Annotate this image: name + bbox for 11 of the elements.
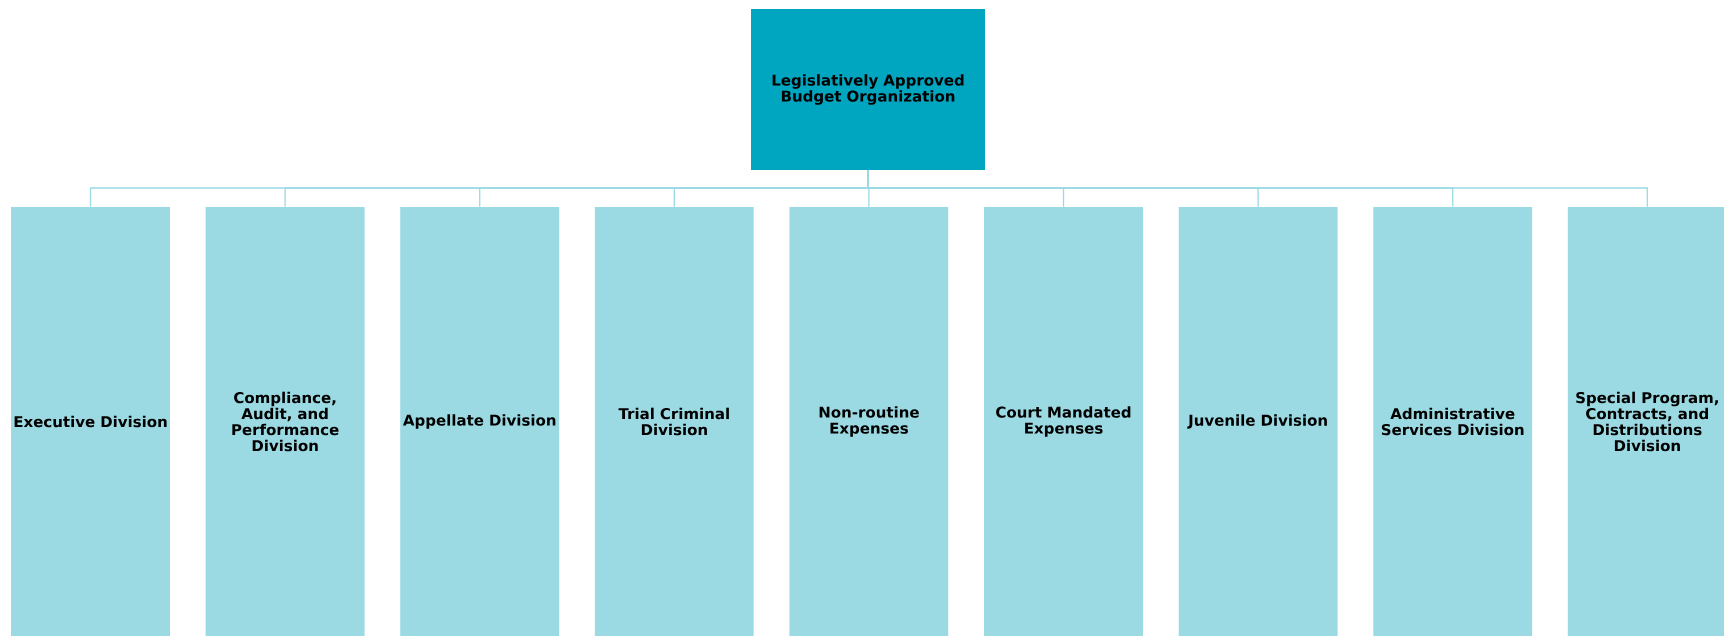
- division-box: Compliance, Audit, and Performance Division: [205, 207, 365, 636]
- title-box: Legislatively Approved Budget Organization: [751, 9, 985, 170]
- division-box: Court Mandated Expenses: [984, 207, 1143, 636]
- division-box: Appellate Division: [400, 207, 560, 636]
- connector-line: [867, 169, 1648, 208]
- division-box: Juvenile Division: [1178, 207, 1338, 636]
- division-box: Special Program, Contracts, and Distributions Division: [1567, 207, 1724, 636]
- division-box: Executive Division: [11, 207, 170, 636]
- division-box: Trial Criminal Division: [594, 207, 754, 636]
- division-box: Non-routine Expenses: [789, 207, 949, 636]
- division-box: Administrative Services Division: [1373, 207, 1533, 636]
